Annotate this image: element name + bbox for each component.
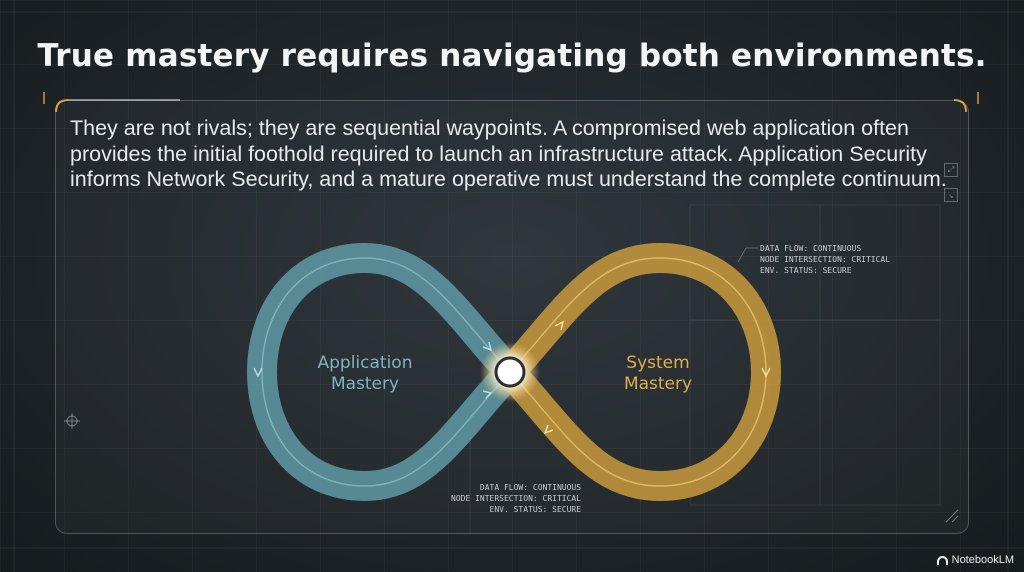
annotation-top-line2: NODE INTERSECTION: CRITICAL: [760, 255, 891, 264]
content-panel: [55, 100, 969, 534]
notebooklm-logo-icon: [936, 555, 948, 565]
annotation-bottom-line2: NODE INTERSECTION: CRITICAL: [451, 494, 582, 503]
resize-icon: ↘: [944, 188, 958, 202]
annotation-bottom-line1: DATA FLOW: CONTINUOUS: [479, 483, 582, 492]
annotation-top-line3: ENV. STATUS: SECURE: [760, 266, 852, 275]
intersection-node: [494, 356, 526, 388]
annotation-top-line1: DATA FLOW: CONTINUOUS: [760, 244, 862, 253]
right-loop-label-line1: System: [626, 353, 689, 373]
annotation-top: DATA FLOW: CONTINUOUS NODE INTERSECTION: …: [760, 243, 890, 276]
system-loop: [498, 242, 782, 502]
annotation-bottom: DATA FLOW: CONTINUOUS NODE INTERSECTION: …: [451, 482, 581, 515]
expand-icon: ⤢: [944, 163, 958, 177]
body-paragraph: They are not rivals; they are sequential…: [70, 116, 947, 191]
left-loop-label-line1: Application: [318, 353, 413, 373]
notebooklm-brand: NotebookLM: [936, 554, 1014, 566]
slide-title: True mastery requires navigating both en…: [37, 38, 987, 74]
crosshair-icon: [64, 413, 80, 429]
annotation-bottom-line3: ENV. STATUS: SECURE: [489, 505, 582, 514]
brand-name: NotebookLM: [951, 554, 1014, 566]
right-loop-label-line2: Mastery: [624, 374, 692, 394]
left-loop-label-line2: Mastery: [331, 374, 399, 394]
